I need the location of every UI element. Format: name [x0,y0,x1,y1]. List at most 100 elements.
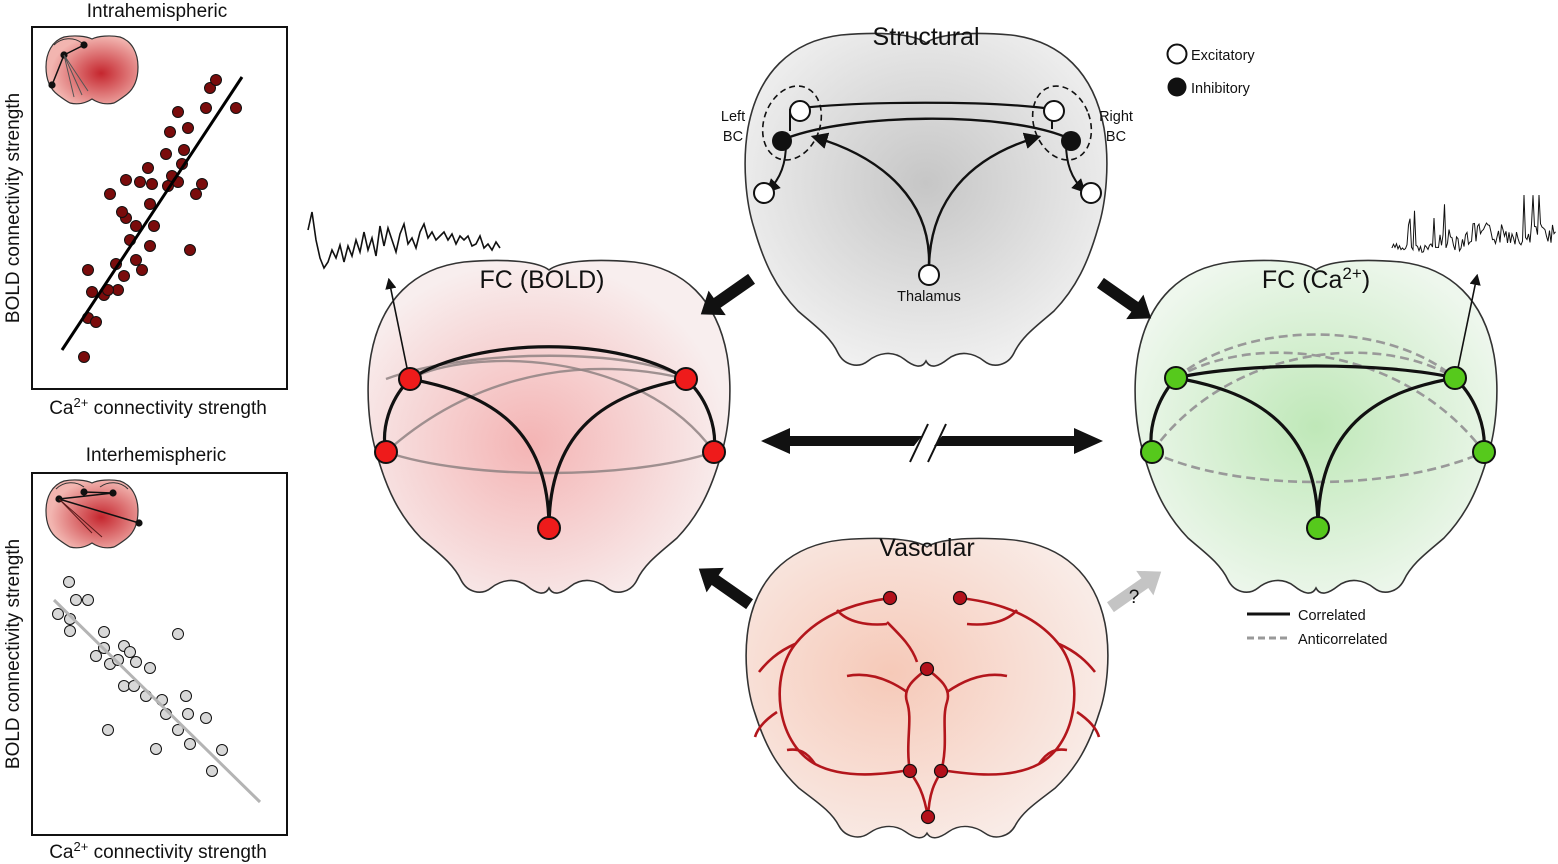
brain-outline [367,259,731,594]
scatter-point [164,126,176,138]
scatter-point [204,82,216,94]
anticorrelated-legend-label: Anticorrelated [1298,632,1387,648]
brain-outline [744,32,1108,367]
scatter-point [200,712,212,724]
scatter-point [64,625,76,637]
right-excitatory-neuron [1043,100,1065,122]
y-axis-label: BOLD connectivity strength [3,539,24,769]
scatter-point [146,178,158,190]
scatter-panel-interhemispheric: Interhemispheric BOLD connectivity stren… [3,445,288,863]
vessel-node [952,590,968,606]
scatter-point [134,176,146,188]
scatter-point [124,646,136,658]
structural-title: Structural [873,23,980,51]
mini-brain-icon [45,479,143,549]
inhibitory-legend-label: Inhibitory [1191,81,1251,97]
right-excitatory-neuron-lower [1080,182,1102,204]
bold-trace-pointer [385,277,408,369]
scatter-point [78,351,90,363]
ca-node-left-upper [1164,366,1188,390]
vessel-network [753,596,1101,819]
right-bc-region [1031,85,1093,161]
thalamus-label: Thalamus [897,289,961,305]
scatter-point [130,656,142,668]
arrow-structural-to-bold [700,273,756,316]
left-bc-label-line1: Left [721,109,745,125]
scatter-point [196,178,208,190]
bold-node-right-lower [702,440,726,464]
scatter-point [144,198,156,210]
bold-signal-trace [307,211,501,270]
excitatory-legend-icon [1166,43,1188,65]
scatter-point [130,254,142,266]
scatter-point [82,594,94,606]
scatter-point [116,206,128,218]
scatter-point [172,106,184,118]
right-inhibitory-neuron [1061,131,1081,151]
bold-node-left-upper [398,367,422,391]
arrow-vascular-to-bold [698,567,754,610]
scatter-point [112,654,124,666]
scatter-point [172,628,184,640]
thalamus-neuron [918,264,940,286]
scatter-point [136,264,148,276]
vessel-node [882,590,898,606]
scatter-point [182,122,194,134]
scatter-point [86,286,98,298]
left-bc-region [761,85,823,161]
double-arrow-bold-ca [761,423,1103,463]
arrow-vascular-to-ca-uncertain [1106,570,1162,613]
correlated-legend-label: Correlated [1298,608,1366,624]
scatter-point [172,724,184,736]
ca-trace-pointer [1457,273,1481,369]
neuron-legend: Excitatory Inhibitory [1166,43,1255,97]
vascular-title: Vascular [879,534,974,562]
calcium-signal-trace [1391,194,1556,253]
excitatory-legend-label: Excitatory [1191,48,1255,64]
scatter-point [182,708,194,720]
scatter-point [178,144,190,156]
scatter-point [130,220,142,232]
fit-line [60,76,244,351]
scatter-point [118,270,130,282]
scatter-point [90,316,102,328]
vessel-node [902,763,918,779]
scatter-point [144,662,156,674]
vessel-node [933,763,949,779]
scatter-point [150,743,162,755]
panel-title-intrahemispheric: Intrahemispheric [87,1,227,22]
scatter-point [160,148,172,160]
scatter-point [52,608,64,620]
scatter-point [230,102,242,114]
question-mark: ? [1129,587,1140,608]
x-axis-label: Ca2+ connectivity strength [49,839,267,863]
vessel-node [920,809,936,825]
fit-line [52,598,262,804]
scatter-point [90,650,102,662]
bold-node-right-upper [674,367,698,391]
scatter-point [104,188,116,200]
scatter-point [102,724,114,736]
right-bc-label-line1: Right [1099,109,1133,125]
brain-outline [1134,259,1498,594]
left-excitatory-neuron [789,100,811,122]
ca-node-right-upper [1443,366,1467,390]
scatter-point [184,244,196,256]
y-axis-label: BOLD connectivity strength [3,93,24,323]
left-inhibitory-neuron [772,131,792,151]
vascular-brain: Vascular [745,534,1109,839]
scatter-point [118,680,130,692]
scatter-panel-intrahemispheric: Intrahemispheric BOLD connectivity stren… [3,1,288,419]
ca-node-right-lower [1472,440,1496,464]
bold-node-left-lower [374,440,398,464]
arrow-structural-to-ca [1096,277,1152,320]
structural-brain: Structural Left BC Right BC Thalamus [721,23,1133,367]
left-bc-label-line2: BC [723,129,743,145]
fc-ca-title: FC (Ca2+) [1262,264,1370,294]
scatter-point [112,284,124,296]
scatter-point [190,188,202,200]
scatter-point [98,626,110,638]
scatter-point [142,162,154,174]
scatter-point [180,690,192,702]
